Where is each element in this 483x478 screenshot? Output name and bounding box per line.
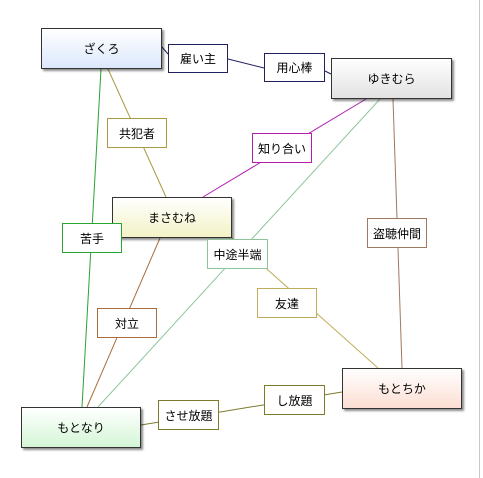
edge-label-shi-hodai[interactable]: し放題 (264, 385, 325, 415)
edge-label-shi-hodai-text: し放題 (276, 393, 313, 408)
edge-label-bodyguard[interactable]: 用心棒 (264, 53, 325, 82)
edge-label-accomplice-text: 共犯者 (118, 126, 155, 141)
edge-label-nemesis[interactable]: 苦手 (62, 223, 122, 253)
edge-label-sase-hodai-text: させ放題 (164, 408, 213, 423)
node-yukimura-label: ゆきむら (367, 72, 416, 86)
node-motochika[interactable]: もとちか (342, 368, 462, 409)
edge-label-acquaintance[interactable]: 知り合い (252, 133, 312, 163)
edge-label-eavesdrop-text: 盗聴仲間 (372, 226, 421, 241)
edge-label-bodyguard-text: 用心棒 (276, 61, 313, 75)
edge-label-nemesis-text: 苦手 (79, 231, 104, 246)
node-motochika-label: もとちか (378, 382, 426, 396)
edge-zakuro-employer (161, 46, 169, 55)
edge-label-halfway[interactable]: 中途半端 (207, 239, 268, 269)
edge-employer-bodyguard (227, 58, 265, 69)
node-zakuro[interactable]: ざくろ (41, 28, 162, 69)
canvas-border (479, 0, 480, 478)
edge-label-friend[interactable]: 友達 (257, 288, 317, 318)
edge-label-acquaintance-text: 知り合い (257, 141, 306, 156)
edge-label-oppose[interactable]: 対立 (97, 308, 157, 338)
edge-label-employer-text: 雇い主 (179, 52, 216, 66)
edge-label-halfway-text: 中途半端 (213, 247, 262, 262)
edge-label-employer[interactable]: 雇い主 (168, 44, 228, 73)
node-masamune-label: まさむね (147, 211, 196, 225)
node-motonari[interactable]: もとなり (21, 407, 141, 448)
edge-label-accomplice[interactable]: 共犯者 (107, 118, 167, 148)
node-masamune[interactable]: まさむね (112, 197, 232, 238)
edge-bodyguard-yukimura (324, 70, 332, 75)
node-motonari-label: もとなり (57, 421, 105, 435)
node-yukimura[interactable]: ゆきむら (331, 58, 452, 99)
edge-label-eavesdrop[interactable]: 盗聴仲間 (367, 218, 427, 248)
node-zakuro-label: ざくろ (83, 42, 120, 56)
edge-label-oppose-text: 対立 (114, 316, 139, 331)
edge-label-sase-hodai[interactable]: させ放題 (158, 400, 219, 430)
edge-label-friend-text: 友達 (274, 296, 299, 311)
